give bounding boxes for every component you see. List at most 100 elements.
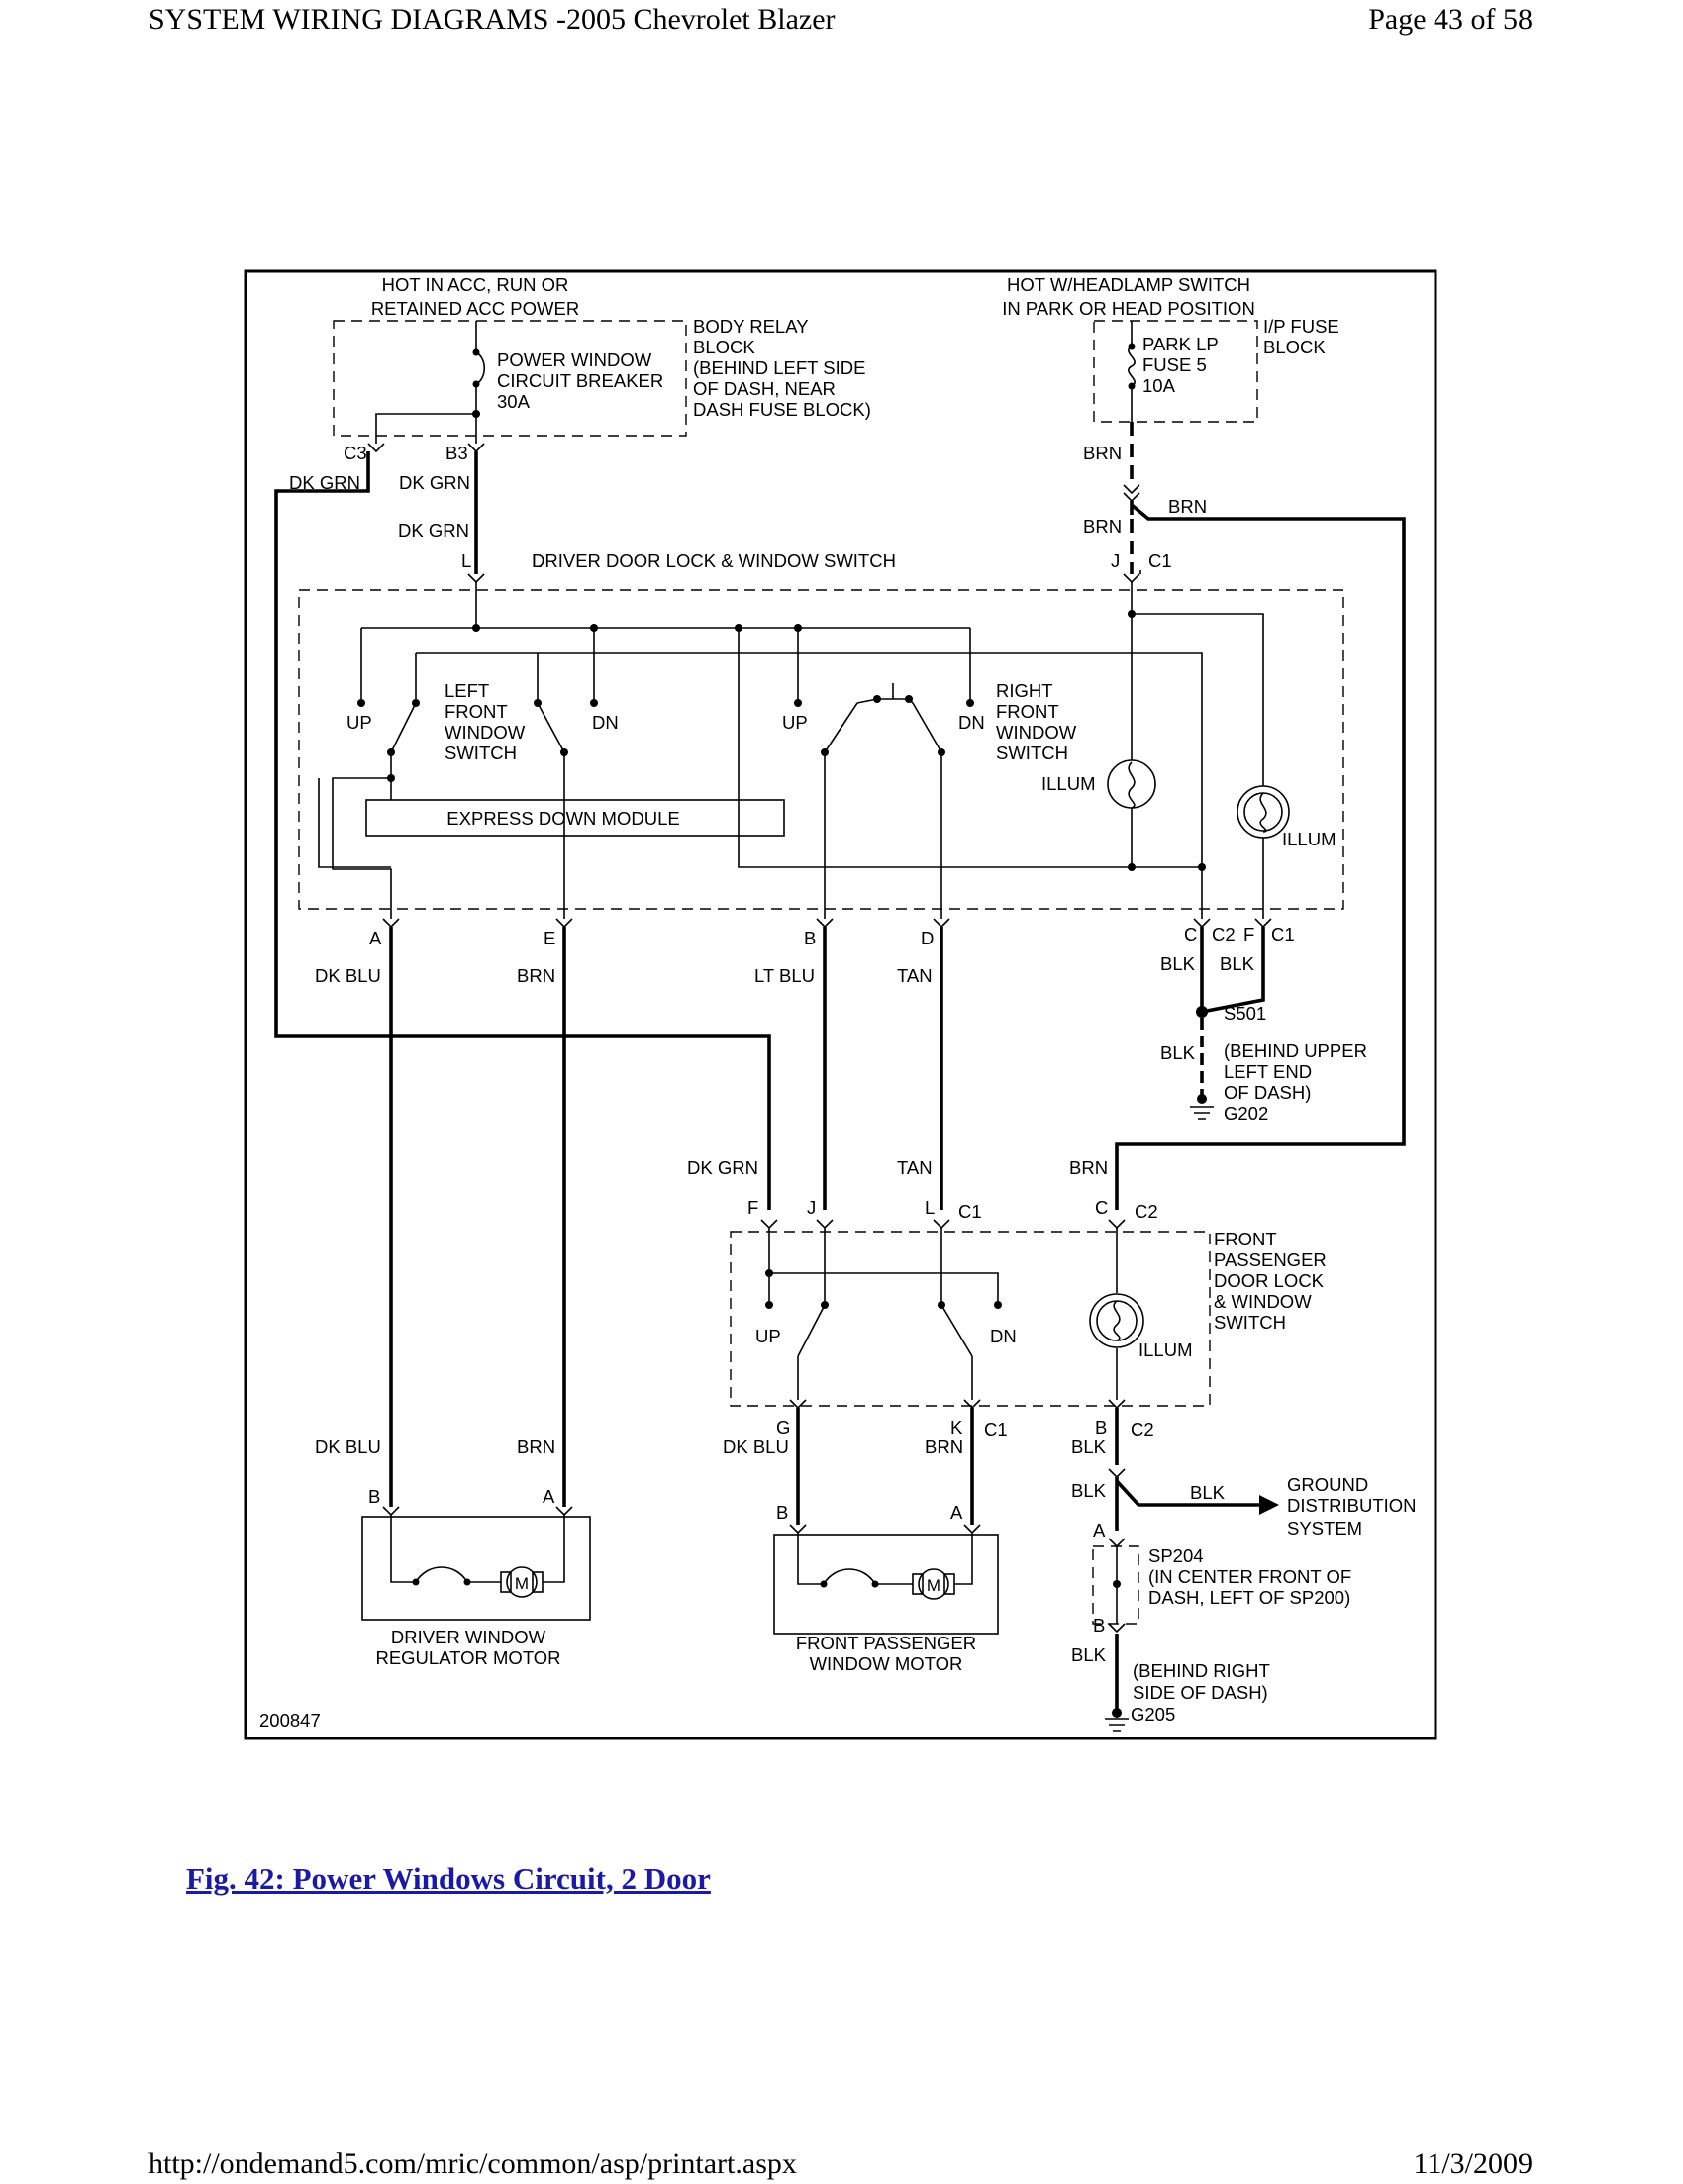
wire-color-label: DK GRN: [289, 472, 360, 493]
pin-label: L: [532, 550, 542, 571]
connector-label: C1: [1148, 550, 1172, 571]
wire-color-label: BRN: [517, 965, 555, 986]
page-url: http://ondemand5.com/mric/common/asp/pri…: [148, 2147, 797, 2180]
left-switch-label: LEFT: [445, 680, 489, 701]
pin-label: A: [369, 928, 382, 948]
wire-color-label: DK BLU: [315, 1437, 381, 1457]
connector-symbol: [1123, 573, 1140, 584]
wire-color-label: BRN: [1168, 496, 1207, 517]
passenger-switch-label: FRONT: [1214, 1229, 1277, 1249]
wire: [318, 778, 391, 868]
ground-distribution-label: GROUND: [1287, 1474, 1368, 1495]
driver-switch-title: DRIVER DOOR LOCK & WINDOW SWITCH: [532, 550, 896, 571]
fuse-label: PARK LP: [1142, 334, 1219, 354]
passenger-switch-label: SWITCH: [1214, 1312, 1286, 1333]
left-switch-label: FRONT: [445, 701, 508, 722]
switch-blade: [940, 1228, 973, 1357]
connector-symbol: [1123, 484, 1140, 495]
connector-label: C1: [1271, 924, 1295, 944]
body-relay-block-label: BODY RELAY: [693, 316, 809, 337]
connector-label: C1: [958, 1201, 982, 1222]
ground-g205-icon: [1105, 1718, 1129, 1732]
wire-color-label: BLK: [1071, 1437, 1107, 1457]
wire: [375, 413, 476, 444]
wire-color-label: DK BLU: [723, 1437, 789, 1457]
left-switch-label: WINDOW: [445, 722, 526, 743]
ground-distribution-label: SYSTEM: [1287, 1518, 1362, 1539]
switch-blade: [390, 702, 417, 753]
body-relay-block-label: BLOCK: [693, 337, 755, 357]
sp204-label: (IN CENTER FRONT OF: [1148, 1566, 1351, 1587]
wire-color-label: BRN: [517, 1437, 555, 1457]
pin-label: A: [543, 1486, 555, 1507]
body-relay-block-box: [333, 320, 687, 437]
wire-color-label: DK GRN: [399, 472, 470, 493]
connector-symbol: [367, 443, 385, 453]
pin-label: L: [925, 1197, 935, 1218]
switch-dn-label: DN: [990, 1326, 1017, 1346]
wire-color-label: BLK: [1220, 953, 1255, 974]
arrow-right-icon: [1259, 1495, 1279, 1515]
passenger-switch-top-connectors: [760, 1219, 1126, 1230]
pin-label: J: [807, 1197, 816, 1218]
wire: [332, 777, 392, 919]
wire-color-label: DK GRN: [687, 1157, 758, 1178]
lamp-filament: [1113, 1300, 1121, 1341]
pin-label: G: [776, 1417, 790, 1438]
motor-icon: [506, 1566, 538, 1598]
right-switch-label: SWITCH: [996, 743, 1068, 763]
wire-color-label: TAN: [897, 965, 933, 986]
bus-wire: [538, 652, 1203, 868]
page-header-title: SYSTEM WIRING DIAGRAMS -2005 Chevrolet B…: [148, 3, 836, 36]
switch-dn-label: DN: [958, 712, 985, 733]
body-relay-block-label: (BEHIND LEFT SIDE: [693, 357, 865, 378]
left-switch-label: SWITCH: [445, 743, 517, 763]
right-switch-label: RIGHT: [996, 680, 1053, 701]
pin-label: B: [1093, 1615, 1105, 1636]
figure-caption-link[interactable]: Fig. 42: Power Windows Circuit, 2 Door: [186, 1861, 711, 1896]
motor-brush: [912, 1573, 924, 1595]
motor-icon: [918, 1568, 949, 1600]
switch-dn-label: DN: [592, 712, 619, 733]
g205-location: SIDE OF DASH): [1133, 1682, 1268, 1703]
power-source-label: RETAINED ACC POWER: [371, 298, 579, 319]
driver-motor-label: DRIVER WINDOW: [391, 1627, 546, 1647]
fuse-label: FUSE 5: [1142, 354, 1207, 375]
blk-wire: [1201, 927, 1265, 1014]
connector-symbol: [1108, 1468, 1126, 1479]
connector-symbol: [1123, 492, 1140, 503]
wire-color-label: BLK: [1160, 953, 1196, 974]
connector-symbol: [789, 1524, 807, 1535]
g202-location: (BEHIND UPPER: [1224, 1041, 1367, 1061]
fuse-symbol: [1128, 321, 1136, 422]
wire: [769, 1272, 999, 1305]
breaker-label: 30A: [497, 391, 531, 412]
ip-fuse-block-box: [1093, 320, 1258, 423]
wire-color-label: DK GRN: [398, 520, 469, 541]
switch-blade: [912, 702, 942, 753]
pin-label: K: [950, 1417, 963, 1438]
switch-up-label: UP: [782, 712, 808, 733]
sp204-label: SP204: [1148, 1545, 1204, 1566]
passenger-switch-label: PASSENGER: [1214, 1249, 1327, 1270]
driver-switch-connectors: [382, 918, 1272, 929]
body-relay-block-label: DASH FUSE BLOCK): [693, 399, 871, 420]
express-down-module: [365, 799, 785, 837]
wire-color-label: BLK: [1160, 1042, 1196, 1063]
passenger-switch-label: DOOR LOCK: [1214, 1270, 1325, 1291]
connector-label: C1: [984, 1419, 1008, 1439]
g205-location: (BEHIND RIGHT: [1133, 1660, 1270, 1681]
ground-label: G205: [1131, 1704, 1175, 1725]
dk-grn-wire-c3: [274, 451, 771, 1210]
switch-up-label: UP: [346, 712, 372, 733]
right-switch-label: FRONT: [996, 701, 1059, 722]
connector-symbol: [963, 1524, 981, 1535]
diagram-frame: [244, 269, 1437, 1740]
right-switch-label: WINDOW: [996, 722, 1077, 743]
sp204-box: [1092, 1545, 1139, 1625]
connector-symbol: [1108, 1538, 1126, 1548]
illum-lamp-inner: [1243, 792, 1283, 832]
driver-motor-box: [361, 1516, 591, 1621]
switch-blade: [537, 702, 565, 753]
pin-label: B3: [446, 443, 468, 463]
